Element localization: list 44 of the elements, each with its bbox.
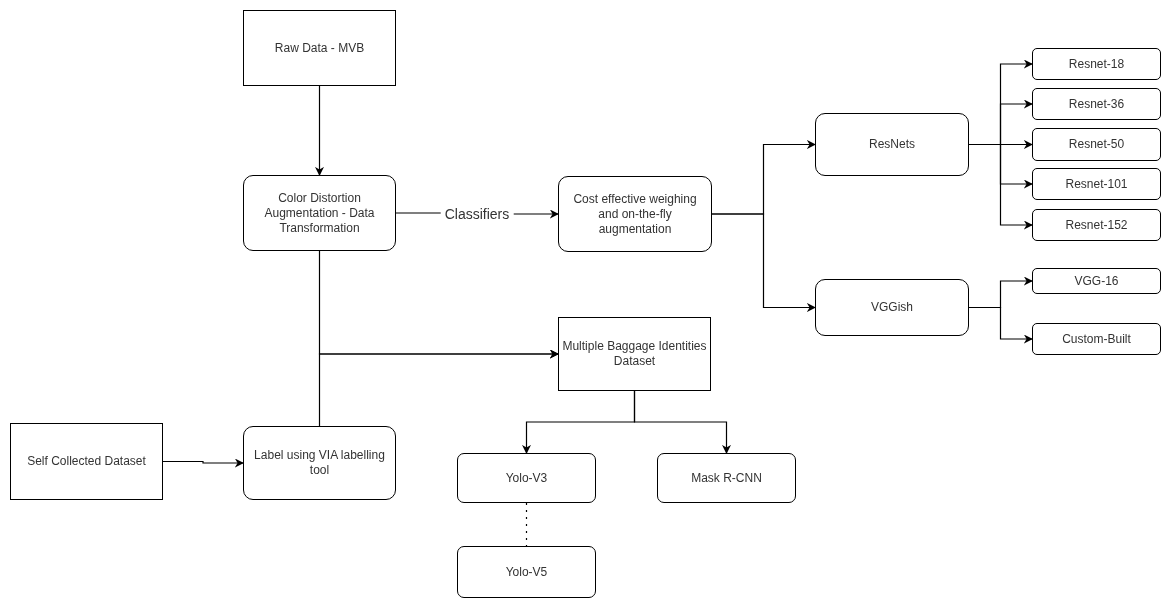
node-text: Resnet-152 bbox=[1064, 217, 1129, 233]
node-text: Resnet-101 bbox=[1064, 176, 1129, 192]
node-text: Cost effective weighing and on-the-fly augmentation bbox=[572, 191, 698, 237]
process-box bbox=[815, 113, 969, 176]
node-text: VGGish bbox=[870, 300, 914, 315]
node-text: Custom-Built bbox=[1061, 331, 1132, 347]
arrow bbox=[162, 458, 244, 468]
process-box bbox=[457, 546, 596, 598]
node-text: VGG-16 bbox=[1073, 273, 1120, 289]
node-text: Resnet-18 bbox=[1067, 56, 1126, 72]
process-box bbox=[1032, 323, 1161, 355]
data-box bbox=[243, 10, 396, 86]
node-text: Label using VIA labelling tool bbox=[253, 448, 386, 478]
node-text: Resnet-36 bbox=[1067, 96, 1126, 112]
arrow bbox=[711, 213, 816, 312]
arrow bbox=[315, 85, 324, 176]
process-box bbox=[243, 175, 396, 251]
process-box bbox=[1032, 128, 1161, 161]
node-text: Raw Data - MVB bbox=[273, 40, 366, 56]
process-box bbox=[1032, 88, 1161, 120]
arrow bbox=[968, 143, 1033, 230]
arrow bbox=[968, 306, 1033, 344]
process-box bbox=[558, 176, 712, 252]
node-text: Resnet-50 bbox=[1067, 137, 1126, 152]
data-box bbox=[558, 317, 711, 391]
node-text: Self Collected Dataset bbox=[26, 454, 147, 469]
node-text: ResNets bbox=[868, 137, 916, 152]
process-box bbox=[1032, 268, 1161, 294]
node-text: Color Distortion Augmentation - Data Transformation bbox=[263, 190, 376, 236]
node-text: Yolo-V5 bbox=[504, 564, 549, 580]
edge-label: Classifiers bbox=[440, 205, 514, 222]
process-box bbox=[657, 453, 796, 503]
process-box bbox=[457, 453, 596, 503]
arrow bbox=[318, 349, 559, 427]
node-text: Multiple Baggage Identities Dataset bbox=[561, 339, 708, 369]
process-box bbox=[1032, 48, 1161, 80]
process-box bbox=[815, 279, 969, 336]
process-box bbox=[1032, 209, 1161, 241]
arrow bbox=[633, 390, 731, 454]
node-text: Mask R-CNN bbox=[690, 470, 763, 486]
process-box bbox=[1032, 168, 1161, 200]
node-text: Yolo-V3 bbox=[504, 470, 549, 486]
process-box bbox=[243, 426, 396, 500]
data-box bbox=[10, 423, 163, 500]
